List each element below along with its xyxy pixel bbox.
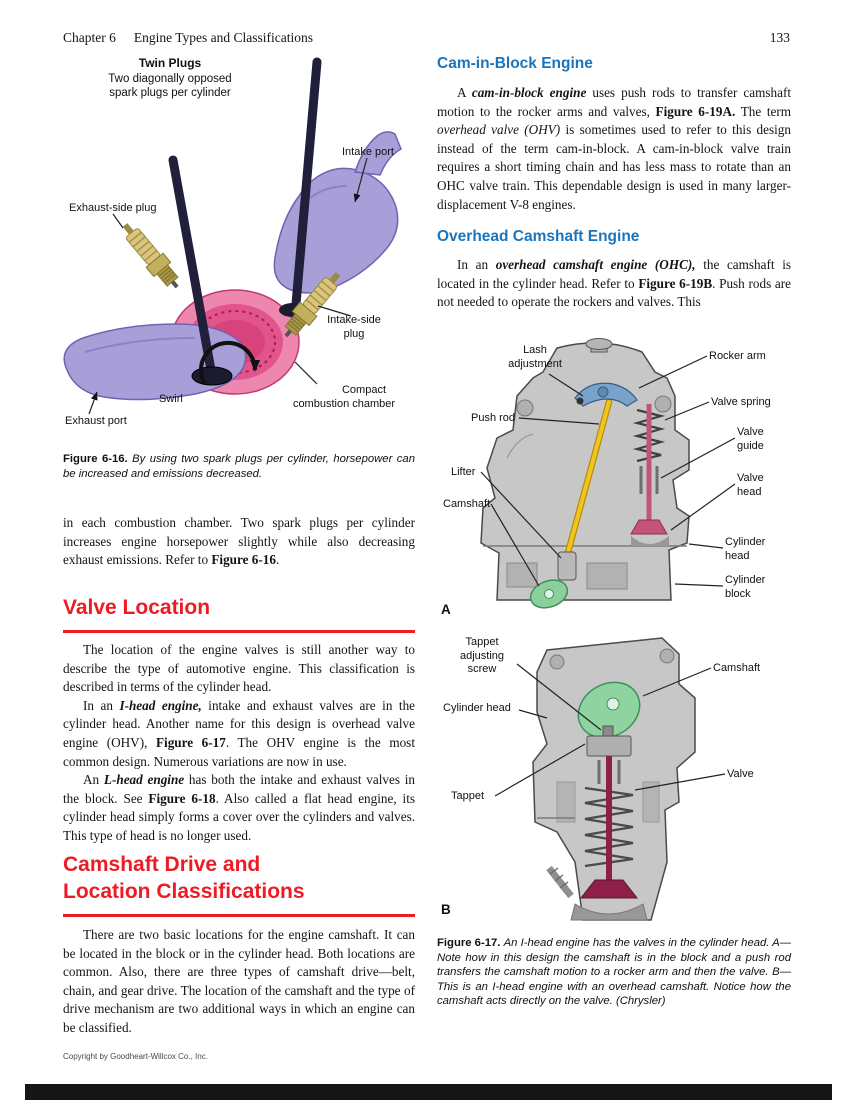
figure-marker-a: A [441, 602, 451, 617]
pushrod-engine-artwork [480, 338, 736, 609]
page-bottom-bar [25, 1084, 832, 1100]
label-lash-adjustment: Lash adjustment [508, 344, 562, 370]
figure-6-16-caption: Figure 6-16. By using two spark plugs pe… [63, 452, 415, 481]
label-cylinder-head-a: Cylinder head [725, 536, 766, 562]
fig16-title: Twin Plugs [138, 56, 202, 70]
figure-6-17b-illustration: Tappet adjusting screw Camshaft Cylinder… [437, 632, 837, 930]
camshaft-drive-text: There are two basic locations for the en… [63, 926, 415, 1038]
paragraph: In an I-head engine, intake and exhaust … [63, 697, 416, 769]
label-exhaust-side-plug: Exhaust-side plug [69, 202, 157, 214]
page-header: Chapter 6 Engine Types and Classification… [63, 30, 790, 46]
figure-marker-b: B [441, 902, 451, 917]
copyright-notice: Copyright by Goodheart-Willcox Co., Inc. [63, 1052, 208, 1061]
heading-valve-location: Valve Location [63, 594, 415, 633]
label-tappet-adjusting-screw: Tappet adjusting screw [459, 636, 505, 675]
paragraph: in each combustion chamber. Two spark pl… [63, 515, 415, 568]
caption-label: Figure 6-16. [63, 453, 128, 465]
label-intake-port: Intake port [342, 146, 394, 158]
label-lifter: Lifter [451, 466, 476, 478]
heading-line-1: Camshaft Drive and [63, 853, 261, 876]
figure-6-17-caption: Figure 6-17. An I-head engine has the va… [437, 936, 791, 1009]
chapter-label: Chapter 6 [63, 30, 116, 45]
label-valve-spring: Valve spring [711, 396, 771, 408]
paragraph: In an overhead camshaft engine (OHC), th… [437, 257, 791, 310]
valve-location-text: The location of the engine valves is sti… [63, 641, 415, 846]
label-valve-guide: Valve guide [737, 426, 764, 452]
paragraph: There are two basic locations for the en… [63, 927, 415, 1035]
label-rocker-arm: Rocker arm [709, 350, 766, 362]
label-exhaust-port: Exhaust port [65, 415, 127, 427]
figure-6-17a-illustration: Lash adjustment Rocker arm Valve spring … [437, 338, 837, 632]
label-cylinder-head-b: Cylinder head [443, 702, 511, 714]
fig16-subtitle-2: spark plugs per cylinder [109, 87, 231, 99]
label-push-rod: Push rod [471, 412, 516, 424]
heading-cam-in-block: Cam-in-Block Engine [437, 55, 593, 72]
heading-camshaft-drive: Camshaft Drive and Location Classificati… [63, 851, 415, 917]
label-intake-side-plug: Intake-side plug [327, 314, 381, 340]
paragraph: A cam-in-block engine uses push rods to … [437, 85, 792, 212]
page-number: 133 [769, 30, 790, 45]
cam-in-block-text: A cam-in-block engine uses push rods to … [437, 84, 791, 214]
heading-line-2: Location Classifications [63, 880, 305, 903]
label-compact-2: combustion chamber [292, 398, 396, 410]
caption-text: An I-head engine has the valves in the c… [437, 937, 791, 1008]
paragraph: The location of the engine valves is sti… [63, 642, 415, 695]
heading-overhead-camshaft: Overhead Camshaft Engine [437, 228, 640, 245]
label-tappet: Tappet [451, 790, 485, 802]
caption-text: By using two spark plugs per cylinder, h… [63, 453, 415, 480]
paragraph: An L-head engine has both the intake and… [63, 772, 415, 843]
swirl-arrow [199, 340, 261, 386]
intro-paragraph: in each combustion chamber. Two spark pl… [63, 514, 415, 570]
label-valve-head: Valve head [737, 472, 764, 498]
caption-label: Figure 6-17. [437, 937, 501, 949]
label-cylinder-block: Cylinder block [725, 574, 766, 600]
overhead-camshaft-text: In an overhead camshaft engine (OHC), th… [437, 256, 791, 312]
label-camshaft-b: Camshaft [713, 662, 761, 674]
ohc-engine-artwork [494, 637, 726, 921]
chapter-title: Engine Types and Classifications [133, 30, 314, 45]
spark-plug-artwork [63, 57, 402, 415]
label-valve: Valve [727, 768, 754, 780]
fig16-subtitle-1: Two diagonally opposed [108, 73, 232, 85]
label-camshaft-a: Camshaft [443, 498, 491, 510]
label-compact-1: Compact [341, 384, 387, 396]
figure-6-16-illustration: Twin Plugs Two diagonally opposed spark … [55, 52, 433, 447]
label-swirl: Swirl [159, 393, 183, 405]
